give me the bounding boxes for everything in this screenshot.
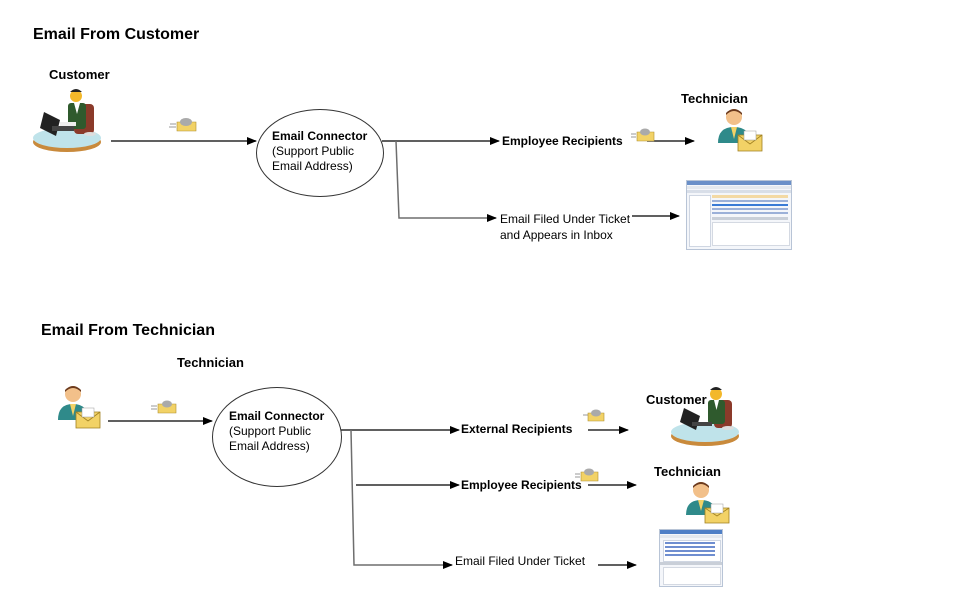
line-connector-to-filed — [395, 140, 497, 222]
flying-envelope-icon — [151, 400, 177, 414]
branch-label-employee-recipients: Employee Recipients — [502, 134, 623, 148]
branch-label-filed-under-ticket-2: Email Filed Under Ticket — [455, 554, 586, 568]
connector-line2: Email Address) — [229, 439, 310, 453]
email-connector-node — [256, 109, 384, 197]
target-label-customer: Customer — [646, 392, 707, 407]
connector-line1: (Support Public — [272, 144, 355, 158]
section-title-from-technician: Email From Technician — [41, 322, 215, 339]
branch-label-external-recipients: External Recipients — [461, 422, 573, 436]
email-connector-node-text: Email Connector (Support Public Email Ad… — [229, 409, 324, 454]
target-label-technician-2: Technician — [654, 464, 721, 479]
branch-label-employee-recipients-2: Employee Recipients — [461, 478, 582, 492]
target-label-technician: Technician — [681, 91, 748, 106]
technician-with-envelope-icon — [58, 386, 101, 429]
connector-title: Email Connector — [229, 409, 325, 423]
inbox-screenshot-icon — [686, 180, 792, 250]
connector-line2: Email Address) — [272, 159, 353, 173]
flying-envelope-icon — [583, 409, 605, 422]
connector-line1: (Support Public — [229, 424, 312, 438]
flying-envelope-icon — [575, 468, 599, 482]
sender-label-technician: Technician — [177, 355, 244, 370]
filed-label-line1: Email Filed Under Ticket — [500, 212, 631, 226]
filed-label-line2: and Appears in Inbox — [500, 228, 613, 242]
flying-envelope-icon — [631, 128, 655, 142]
ticket-screenshot-icon — [659, 529, 723, 587]
section-title-from-customer: Email From Customer — [33, 26, 200, 43]
email-connector-node — [212, 387, 342, 487]
technician-with-envelope-icon — [686, 482, 730, 524]
connector-title: Email Connector — [272, 129, 368, 143]
branch-label-filed-under-ticket: Email Filed Under Ticket and Appears in … — [500, 211, 630, 243]
line-connector-to-filed-2 — [350, 429, 453, 569]
email-connector-node-text: Email Connector (Support Public Email Ad… — [272, 129, 367, 174]
customer-at-laptop-icon — [671, 387, 739, 446]
technician-with-envelope-icon — [718, 109, 763, 152]
customer-at-laptop-icon — [33, 89, 101, 152]
sender-label-customer: Customer — [49, 67, 110, 82]
flying-envelope-icon — [169, 118, 197, 132]
